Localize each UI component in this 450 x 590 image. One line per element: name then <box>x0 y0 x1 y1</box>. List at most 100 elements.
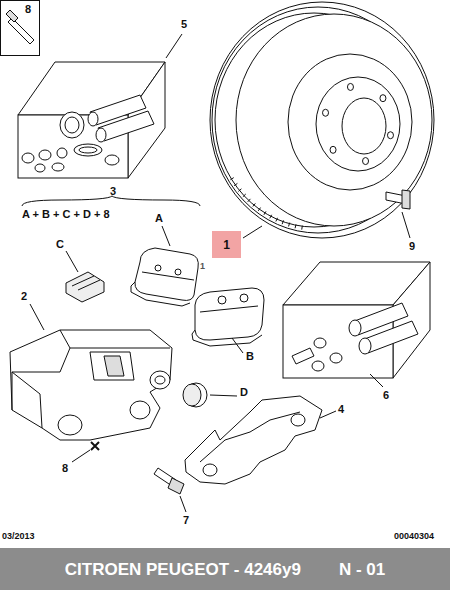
kit-contents: A + B + C + D + 8 <box>22 209 110 220</box>
guide-bolt <box>154 468 184 494</box>
drawing-stroke <box>130 401 150 419</box>
drawing-stroke <box>232 338 243 353</box>
vent-slot <box>264 211 266 214</box>
vent-slot <box>289 223 290 227</box>
vent-slot <box>253 203 256 206</box>
vent-slot <box>295 224 297 228</box>
pad-clip <box>66 272 104 302</box>
callout-number: 1 <box>200 262 205 271</box>
vent-slot <box>230 178 233 180</box>
node-text: N - 01 <box>339 561 385 578</box>
drawing-stroke <box>72 450 90 462</box>
drawing-stroke <box>10 330 172 440</box>
brake-pad-a <box>131 248 198 306</box>
callout-number: C <box>56 239 64 250</box>
drawing-stroke <box>105 155 119 165</box>
vent-slot <box>258 208 260 211</box>
drawing-stroke <box>66 272 104 302</box>
drawing-stroke <box>135 248 198 300</box>
callout-number: 6 <box>383 390 389 401</box>
drawing-stroke <box>166 34 182 58</box>
drawing-stroke <box>91 442 99 450</box>
callout-number: 7 <box>183 515 189 526</box>
drawing-stroke <box>185 396 322 484</box>
dust-cap <box>183 383 207 407</box>
bolt-hole <box>347 83 353 90</box>
drawing-stroke <box>98 111 154 141</box>
group-brace <box>22 196 200 206</box>
drawing-stroke <box>104 356 124 376</box>
callout-number: B <box>246 351 254 362</box>
drawing-stroke <box>236 14 432 226</box>
vent-slot <box>248 199 251 202</box>
drawing-stroke <box>292 348 314 364</box>
drawing-stroke <box>203 464 217 476</box>
footer-code: 03/2013 <box>2 532 35 541</box>
footer-code: 00040304 <box>394 532 434 541</box>
drawing-stroke <box>243 226 262 238</box>
drawing-stroke <box>210 2 434 238</box>
drawing-stroke <box>6 10 18 22</box>
bolt-hole <box>323 109 329 116</box>
drawing-stroke <box>57 148 67 158</box>
drawing-stroke <box>168 478 184 494</box>
leader-lines <box>30 34 410 512</box>
drawing-stroke <box>30 304 44 330</box>
drawing-stroke <box>60 112 84 138</box>
drawing-stroke <box>359 338 371 354</box>
wheel-stud <box>386 190 410 209</box>
callout-number: 4 <box>338 404 344 415</box>
drawing-stroke <box>162 226 170 246</box>
drawing-stroke <box>180 496 186 512</box>
vent-slot <box>234 183 237 185</box>
callout-number: D <box>240 387 248 398</box>
drawing-stroke <box>79 147 97 153</box>
drawing-stroke <box>210 395 237 396</box>
brake-pad-b <box>192 288 264 346</box>
drawing-stroke <box>39 150 51 160</box>
highlight-box: 1 <box>212 231 241 258</box>
drawing-stroke <box>35 164 45 172</box>
bolt-icon <box>6 10 34 44</box>
drawing-stroke <box>155 376 165 384</box>
drawing-stroke <box>195 288 264 340</box>
drawing-stroke <box>150 371 170 389</box>
callout-number: A <box>155 213 163 224</box>
drawing-stroke <box>12 330 170 372</box>
node-text: 8 <box>25 4 31 15</box>
drawing-stroke <box>200 412 300 462</box>
drawing-stroke <box>314 338 326 348</box>
drawing-stroke <box>142 272 194 280</box>
drawing-stroke <box>131 282 190 306</box>
vent-slot <box>243 194 246 197</box>
vent-slot <box>238 189 241 192</box>
drawing-stroke <box>230 83 393 229</box>
node-text: CITROEN PEUGEOT - 4246y9 <box>65 561 301 578</box>
drawing-stroke <box>320 411 336 418</box>
vent-slot <box>276 218 278 222</box>
drawing-stroke <box>58 415 82 435</box>
drawing-stroke <box>288 54 412 190</box>
drawing-stroke <box>192 330 262 346</box>
drawing-stroke <box>72 276 100 290</box>
vent-slot <box>282 220 283 224</box>
caliper-bracket <box>185 396 322 484</box>
drawing-stroke <box>22 153 34 163</box>
caliper-body <box>10 330 172 450</box>
drawing-stroke <box>402 190 410 209</box>
drawing-stroke <box>370 374 383 387</box>
bolt-hole <box>387 132 393 139</box>
drawing-stroke <box>330 353 342 363</box>
drawing-stroke <box>155 265 161 271</box>
drawing-stroke <box>12 372 42 428</box>
brake-disc <box>210 2 434 238</box>
drawing-stroke <box>312 361 324 371</box>
drawing-stroke <box>175 269 181 275</box>
drawing-stroke <box>183 384 201 406</box>
kit-box-5 <box>18 62 165 178</box>
drawing-stroke <box>316 77 400 171</box>
bolt-hole <box>363 158 369 165</box>
drawing-stroke <box>52 163 64 171</box>
drawing-stroke <box>66 251 78 272</box>
